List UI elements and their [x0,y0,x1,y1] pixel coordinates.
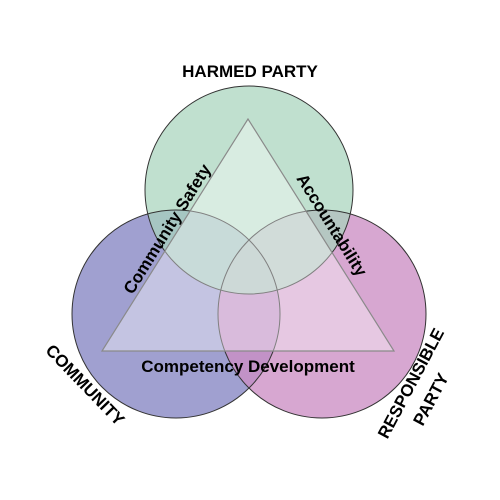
center-triangle [102,119,394,351]
competency-development-label: Competency Development [141,357,355,376]
harmed-party-label: HARMED PARTY [182,62,318,81]
harmed-party-circle-outline [144,85,354,295]
harmed-party-circle [145,86,353,294]
center-triangle-outline [100,117,396,352]
community-circle-outline [71,209,281,419]
responsible-party-circle-outline [217,209,427,419]
